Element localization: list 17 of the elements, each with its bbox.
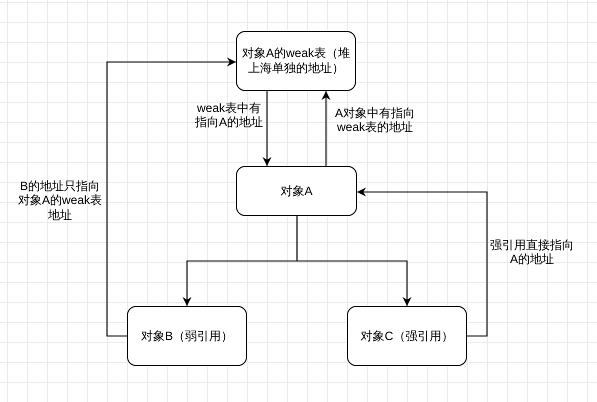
process-box [236,31,356,91]
edge-label: 强引用直接指向A的地址 [489,238,575,267]
process-box [347,306,467,366]
arrow [106,58,236,337]
process-box [236,166,357,216]
node-label: 对象B（弱引用） [140,328,233,344]
edge-label: weak表中有指向A的地址 [194,101,264,130]
arrow [322,91,330,166]
arrow [296,216,412,306]
node-label: 对象C（强引用） [360,328,454,344]
node-label: 对象A [280,184,312,198]
arrow [357,188,488,337]
node-label: 对象A的weak表（堆上海单独的地址） [241,46,351,76]
arrow [262,91,272,166]
edge-label: B的地址只指向对象A的weak表地址 [16,179,104,222]
process-box [127,306,247,366]
edge-label: A对象中有指向weak表的地址 [334,106,416,135]
